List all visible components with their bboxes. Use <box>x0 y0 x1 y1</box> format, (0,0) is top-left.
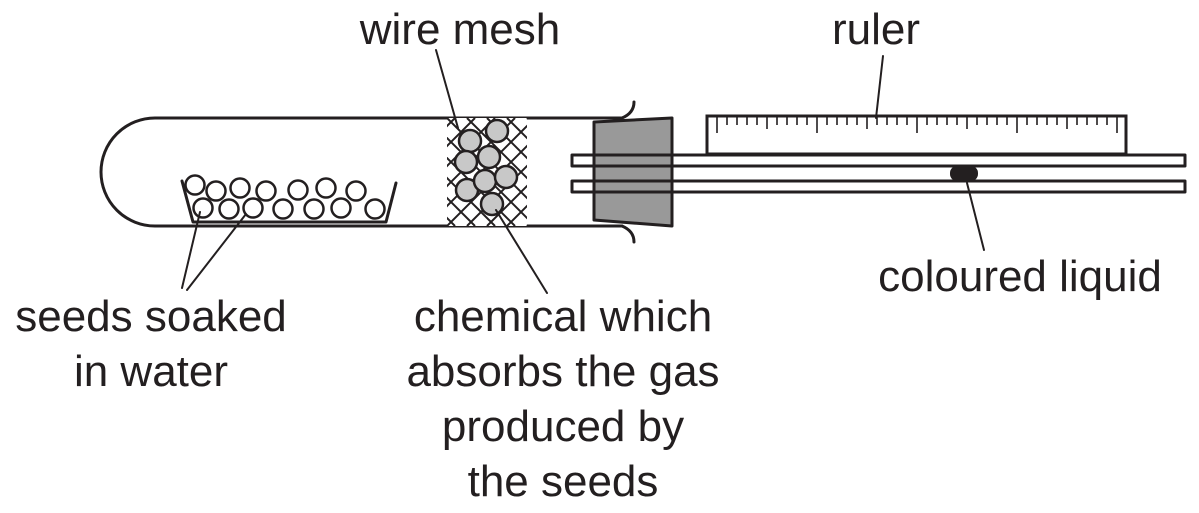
wire-strand <box>447 118 456 128</box>
seed <box>272 198 294 220</box>
chemical-bead <box>457 128 483 154</box>
leader-wire-mesh <box>435 49 459 129</box>
label-wire-mesh: wire mesh <box>359 5 561 54</box>
seed <box>364 198 386 220</box>
ruler-ticks <box>716 116 1118 133</box>
seed <box>330 197 352 219</box>
seed-basket <box>180 179 398 224</box>
wire-strand <box>506 204 527 226</box>
label-chemical-line2: absorbs the gas <box>406 347 719 396</box>
leader-ruler <box>875 55 884 119</box>
chemical-bead <box>472 168 498 194</box>
label-seeds-line1: seeds soaked <box>15 292 287 341</box>
wire-strand <box>447 196 476 226</box>
seed <box>205 180 227 202</box>
wire-strand <box>486 184 527 226</box>
wire-strand <box>447 176 496 226</box>
chemical-beads <box>453 118 519 217</box>
seed <box>242 197 264 219</box>
chemical-bead <box>493 164 519 190</box>
wire-strand <box>506 118 527 140</box>
seed <box>218 198 240 220</box>
label-chemical-line4: the seeds <box>468 457 659 506</box>
label-chemical-line3: produced by <box>442 402 684 451</box>
label-seeds-line2: in water <box>74 347 228 396</box>
chemical-bead <box>484 118 510 144</box>
seed <box>184 174 206 196</box>
coloured-liquid-droplet <box>950 166 978 181</box>
leader-coloured-liquid <box>966 182 985 251</box>
seed <box>229 177 251 199</box>
label-chemical-line1: chemical which <box>414 292 712 341</box>
wire-strand <box>447 216 456 226</box>
seeds <box>184 174 386 220</box>
seed <box>345 180 367 202</box>
seed <box>315 177 337 199</box>
rubber-bung <box>592 116 674 228</box>
chemical-bead <box>479 191 505 217</box>
leader-chemical <box>495 209 548 294</box>
leader-seeds-a <box>181 211 201 289</box>
label-coloured-liquid: coloured liquid <box>878 252 1162 301</box>
ruler <box>705 114 1128 156</box>
chemical-bead <box>453 149 479 175</box>
seed <box>287 179 309 201</box>
label-ruler: ruler <box>832 5 920 54</box>
seed <box>192 197 214 219</box>
seed <box>303 198 325 220</box>
seed <box>255 180 277 202</box>
boiling-tube <box>99 100 636 244</box>
chemical-bead <box>476 144 502 170</box>
leader-seeds-b <box>186 213 247 291</box>
wire-strand <box>447 118 476 148</box>
